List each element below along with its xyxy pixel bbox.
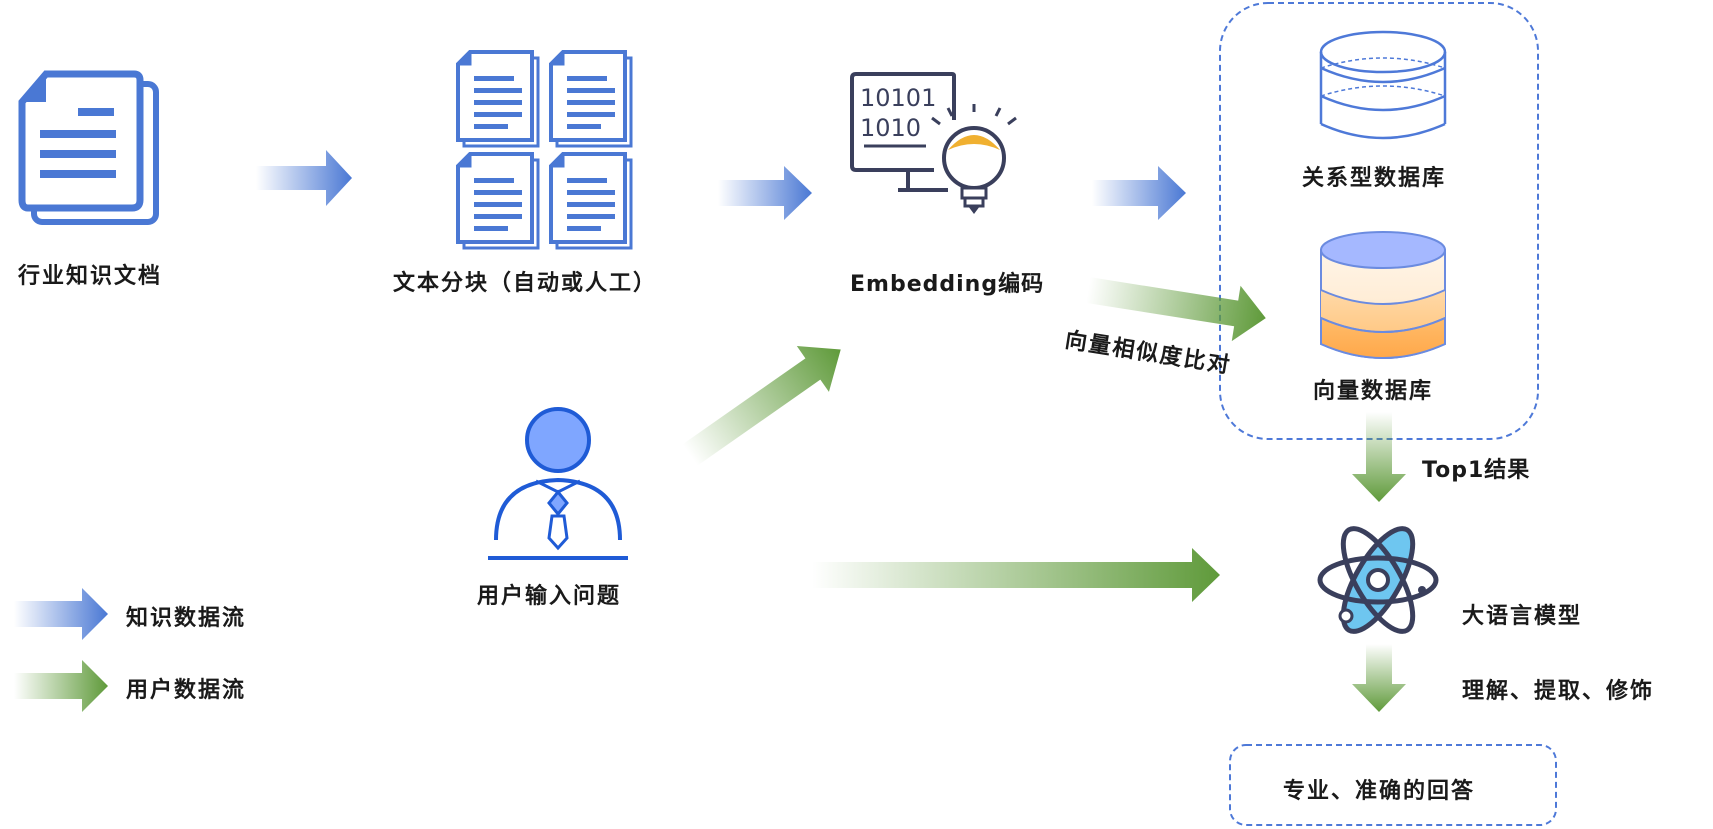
vector-database-icon (1320, 231, 1446, 359)
user-flow-arrow-user-to-embedding (682, 346, 841, 466)
llm-atom-icon (1317, 526, 1439, 634)
text-chunks-icon (456, 50, 633, 250)
answer-box (1229, 744, 1557, 826)
understand-label: 理解、提取、修饰 (1462, 679, 1655, 704)
text-chunking-label: 文本分块（自动或人工） (393, 271, 658, 296)
knowledge-flow-arrow-docs-to-chunks (256, 150, 352, 206)
user-question-label: 用户输入问题 (477, 584, 622, 609)
embedding-monitor-bulb-icon: 10101 1010 (850, 72, 1017, 214)
industry-docs-label: 行业知识文档 (18, 264, 163, 289)
user-flow-arrow-embedding-to-vector-db (1085, 277, 1266, 342)
answer-label: 专业、准确的回答 (1283, 779, 1476, 804)
top1-result-label: Top1结果 (1422, 458, 1531, 483)
legend-user-arrow (14, 660, 108, 712)
embedding-label: Embedding编码 (850, 272, 1045, 297)
legend-user-label: 用户数据流 (126, 678, 247, 703)
user-avatar-icon (488, 407, 628, 560)
binary-code-line1: 10101 (860, 84, 936, 112)
knowledge-flow-arrow-embedding-to-db (1092, 166, 1186, 220)
legend-knowledge-label: 知识数据流 (126, 606, 247, 631)
llm-label: 大语言模型 (1462, 604, 1583, 629)
relational-database-icon (1319, 30, 1447, 140)
vector-db-label: 向量数据库 (1313, 379, 1434, 404)
relational-db-label: 关系型数据库 (1302, 166, 1447, 191)
user-flow-arrow-db-to-llm (1352, 412, 1406, 502)
binary-code-line2: 1010 (860, 114, 921, 142)
user-flow-arrow-user-to-llm (812, 548, 1220, 602)
legend-knowledge-arrow (14, 588, 108, 640)
user-flow-arrow-llm-to-answer (1352, 644, 1406, 712)
document-stack-icon (18, 70, 159, 225)
knowledge-flow-arrow-chunks-to-embedding (718, 166, 812, 220)
